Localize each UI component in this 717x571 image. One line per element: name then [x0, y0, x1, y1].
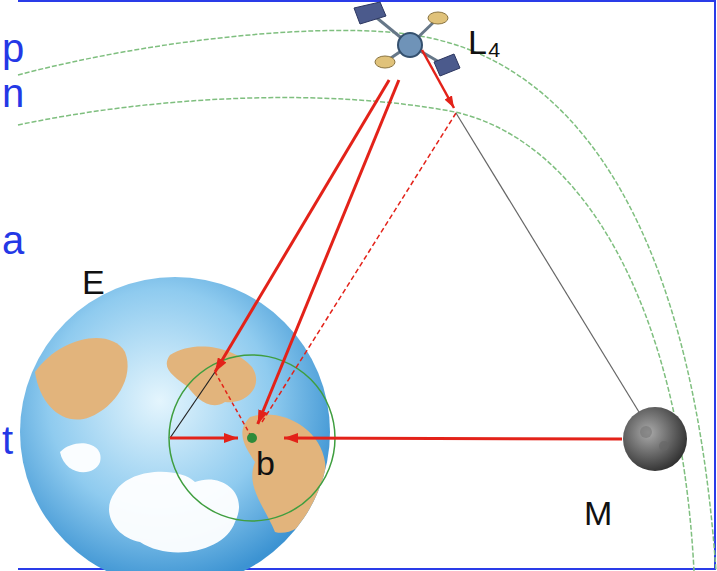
- background-letter: a: [2, 220, 24, 260]
- node-label: L₄: [468, 25, 501, 59]
- satellite: L₄: [350, 0, 505, 80]
- node-label: b: [256, 446, 275, 480]
- force-arrow: [258, 80, 399, 424]
- earth: Eb: [20, 277, 330, 571]
- force-arrow: [215, 80, 389, 372]
- earth-shape: [20, 277, 330, 571]
- continent: [35, 338, 128, 419]
- cloud: [60, 443, 101, 472]
- dashed-force: [215, 372, 252, 438]
- solar-panel: [434, 54, 460, 76]
- earth-globe: [20, 277, 330, 571]
- satellite-body: [398, 33, 422, 57]
- dashed-force: [262, 113, 456, 422]
- antenna-dish: [375, 56, 395, 68]
- background-letter: n: [2, 73, 24, 113]
- triangle-side: [456, 113, 650, 430]
- barycenter-dot: [247, 433, 257, 443]
- force-arrow: [422, 50, 454, 108]
- moon-shape: [622, 406, 688, 472]
- background-letter: p: [2, 28, 24, 68]
- node-label: M: [584, 496, 612, 530]
- triangle-side: [170, 372, 215, 438]
- cloud: [109, 472, 239, 553]
- barycenter: b: [238, 424, 284, 486]
- moon-disc: [623, 407, 687, 471]
- background-letter: t: [2, 420, 13, 460]
- satellite-shape: [350, 0, 460, 80]
- frame: [18, 1, 715, 569]
- force-arrow: [284, 437, 622, 441]
- force-arrow: [170, 437, 238, 440]
- solar-panel: [354, 2, 386, 24]
- node-label: E: [82, 265, 105, 299]
- antenna-dish: [428, 12, 448, 24]
- moon: M: [622, 406, 688, 472]
